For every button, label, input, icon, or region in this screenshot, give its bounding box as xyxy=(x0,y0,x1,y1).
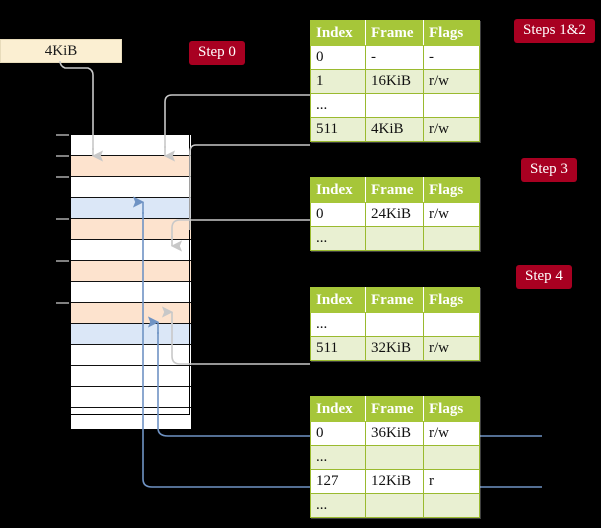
table-row: 0 36KiB r/w xyxy=(310,421,480,446)
cell-flags: r xyxy=(423,469,480,494)
memory-frame-row xyxy=(71,135,191,156)
memory-frame-row xyxy=(71,240,191,261)
table-row: 1 16KiB r/w xyxy=(310,69,480,94)
table-row: ... xyxy=(310,226,480,251)
col-header-index: Index xyxy=(310,177,366,203)
table-header-row: Index Frame Flags xyxy=(310,20,480,46)
col-header-frame: Frame xyxy=(365,396,424,422)
cell-flags xyxy=(423,93,480,118)
memory-frame-row xyxy=(71,345,191,366)
badge-step-3: Step 3 xyxy=(521,158,577,182)
memory-tick xyxy=(56,302,69,304)
cell-frame: 12KiB xyxy=(365,469,424,494)
table-row-highlighted: 511 4KiB r/w xyxy=(310,117,480,142)
cell-frame: - xyxy=(365,45,424,70)
cell-frame: 16KiB xyxy=(365,69,424,94)
source-frame-box: 4KiB xyxy=(0,39,122,63)
table-row: ... xyxy=(310,493,480,518)
table-header-row: Index Frame Flags xyxy=(310,396,480,422)
memory-frame-row xyxy=(71,366,191,387)
cell-index: ... xyxy=(310,312,366,337)
cell-flags: r/w xyxy=(423,336,480,361)
cell-flags: - xyxy=(423,45,480,70)
cell-flags: r/w xyxy=(423,69,480,94)
memory-frame-row xyxy=(71,408,191,429)
cell-flags: r/w xyxy=(423,117,480,142)
cell-index: 0 xyxy=(310,421,366,446)
col-header-index: Index xyxy=(310,20,366,46)
memory-frame-row xyxy=(71,177,191,198)
col-header-flags: Flags xyxy=(423,20,480,46)
cell-flags: r/w xyxy=(423,421,480,446)
memory-frame-row xyxy=(71,324,191,345)
memory-frame-row xyxy=(71,303,191,324)
cell-frame: 24KiB xyxy=(365,202,424,227)
memory-frame-row xyxy=(71,156,191,177)
cell-index: ... xyxy=(310,226,366,251)
table-row: 0 - - xyxy=(310,45,480,70)
physical-memory-column xyxy=(70,134,191,429)
cell-index: 127 xyxy=(310,469,366,494)
cell-flags: r/w xyxy=(423,202,480,227)
connector-step-3 xyxy=(170,219,310,252)
cell-frame xyxy=(365,226,424,251)
cell-frame: 32KiB xyxy=(365,336,424,361)
memory-tick xyxy=(56,155,69,157)
cell-flags xyxy=(423,445,480,470)
cell-frame xyxy=(365,493,424,518)
table-row: 127 12KiB r xyxy=(310,469,480,494)
memory-frame-row xyxy=(71,387,191,408)
page-table-level-3: Index Frame Flags 0 36KiB r/w ... 127 12… xyxy=(310,396,480,518)
cell-index: 511 xyxy=(310,336,366,361)
page-table-level-1: Index Frame Flags 0 24KiB r/w ... xyxy=(310,177,480,251)
memory-tick xyxy=(56,260,69,262)
badge-step-4: Step 4 xyxy=(516,265,572,289)
cell-index: 511 xyxy=(310,117,366,142)
col-header-index: Index xyxy=(310,287,366,313)
cell-index: 1 xyxy=(310,69,366,94)
cell-index: ... xyxy=(310,93,366,118)
memory-tick xyxy=(56,134,69,136)
table-row: 511 32KiB r/w xyxy=(310,336,480,361)
cell-index: 0 xyxy=(310,202,366,227)
cell-frame xyxy=(365,312,424,337)
cell-flags xyxy=(423,312,480,337)
table-row: 0 24KiB r/w xyxy=(310,202,480,227)
memory-frame-row xyxy=(71,219,191,240)
cell-index: 0 xyxy=(310,45,366,70)
table-row: ... xyxy=(310,93,480,118)
cell-index: ... xyxy=(310,445,366,470)
page-table-level-0: Index Frame Flags 0 - - 1 16KiB r/w ... xyxy=(310,20,480,142)
cell-frame: 36KiB xyxy=(365,421,424,446)
col-header-index: Index xyxy=(310,396,366,422)
cell-flags xyxy=(423,493,480,518)
cell-index: ... xyxy=(310,493,366,518)
memory-tick xyxy=(56,218,69,220)
cell-frame: 4KiB xyxy=(365,117,424,142)
cell-flags xyxy=(423,226,480,251)
page-table-level-2: Index Frame Flags ... 511 32KiB r/w xyxy=(310,287,480,361)
memory-frame-row xyxy=(71,282,191,303)
badge-steps-1-2: Steps 1&2 xyxy=(514,19,595,43)
table-header-row: Index Frame Flags xyxy=(310,177,480,203)
memory-frame-row xyxy=(71,261,191,282)
col-header-frame: Frame xyxy=(365,20,424,46)
table-header-row: Index Frame Flags xyxy=(310,287,480,313)
col-header-frame: Frame xyxy=(365,177,424,203)
memory-frame-row xyxy=(71,198,191,219)
cell-frame xyxy=(365,93,424,118)
col-header-flags: Flags xyxy=(423,396,480,422)
table-row: ... xyxy=(310,312,480,337)
col-header-flags: Flags xyxy=(423,177,480,203)
table-row: ... xyxy=(310,445,480,470)
cell-frame xyxy=(365,445,424,470)
col-header-flags: Flags xyxy=(423,287,480,313)
connector-step-4 xyxy=(161,306,310,365)
memory-tick xyxy=(56,176,69,178)
badge-step-0: Step 0 xyxy=(189,41,245,65)
col-header-frame: Frame xyxy=(365,287,424,313)
